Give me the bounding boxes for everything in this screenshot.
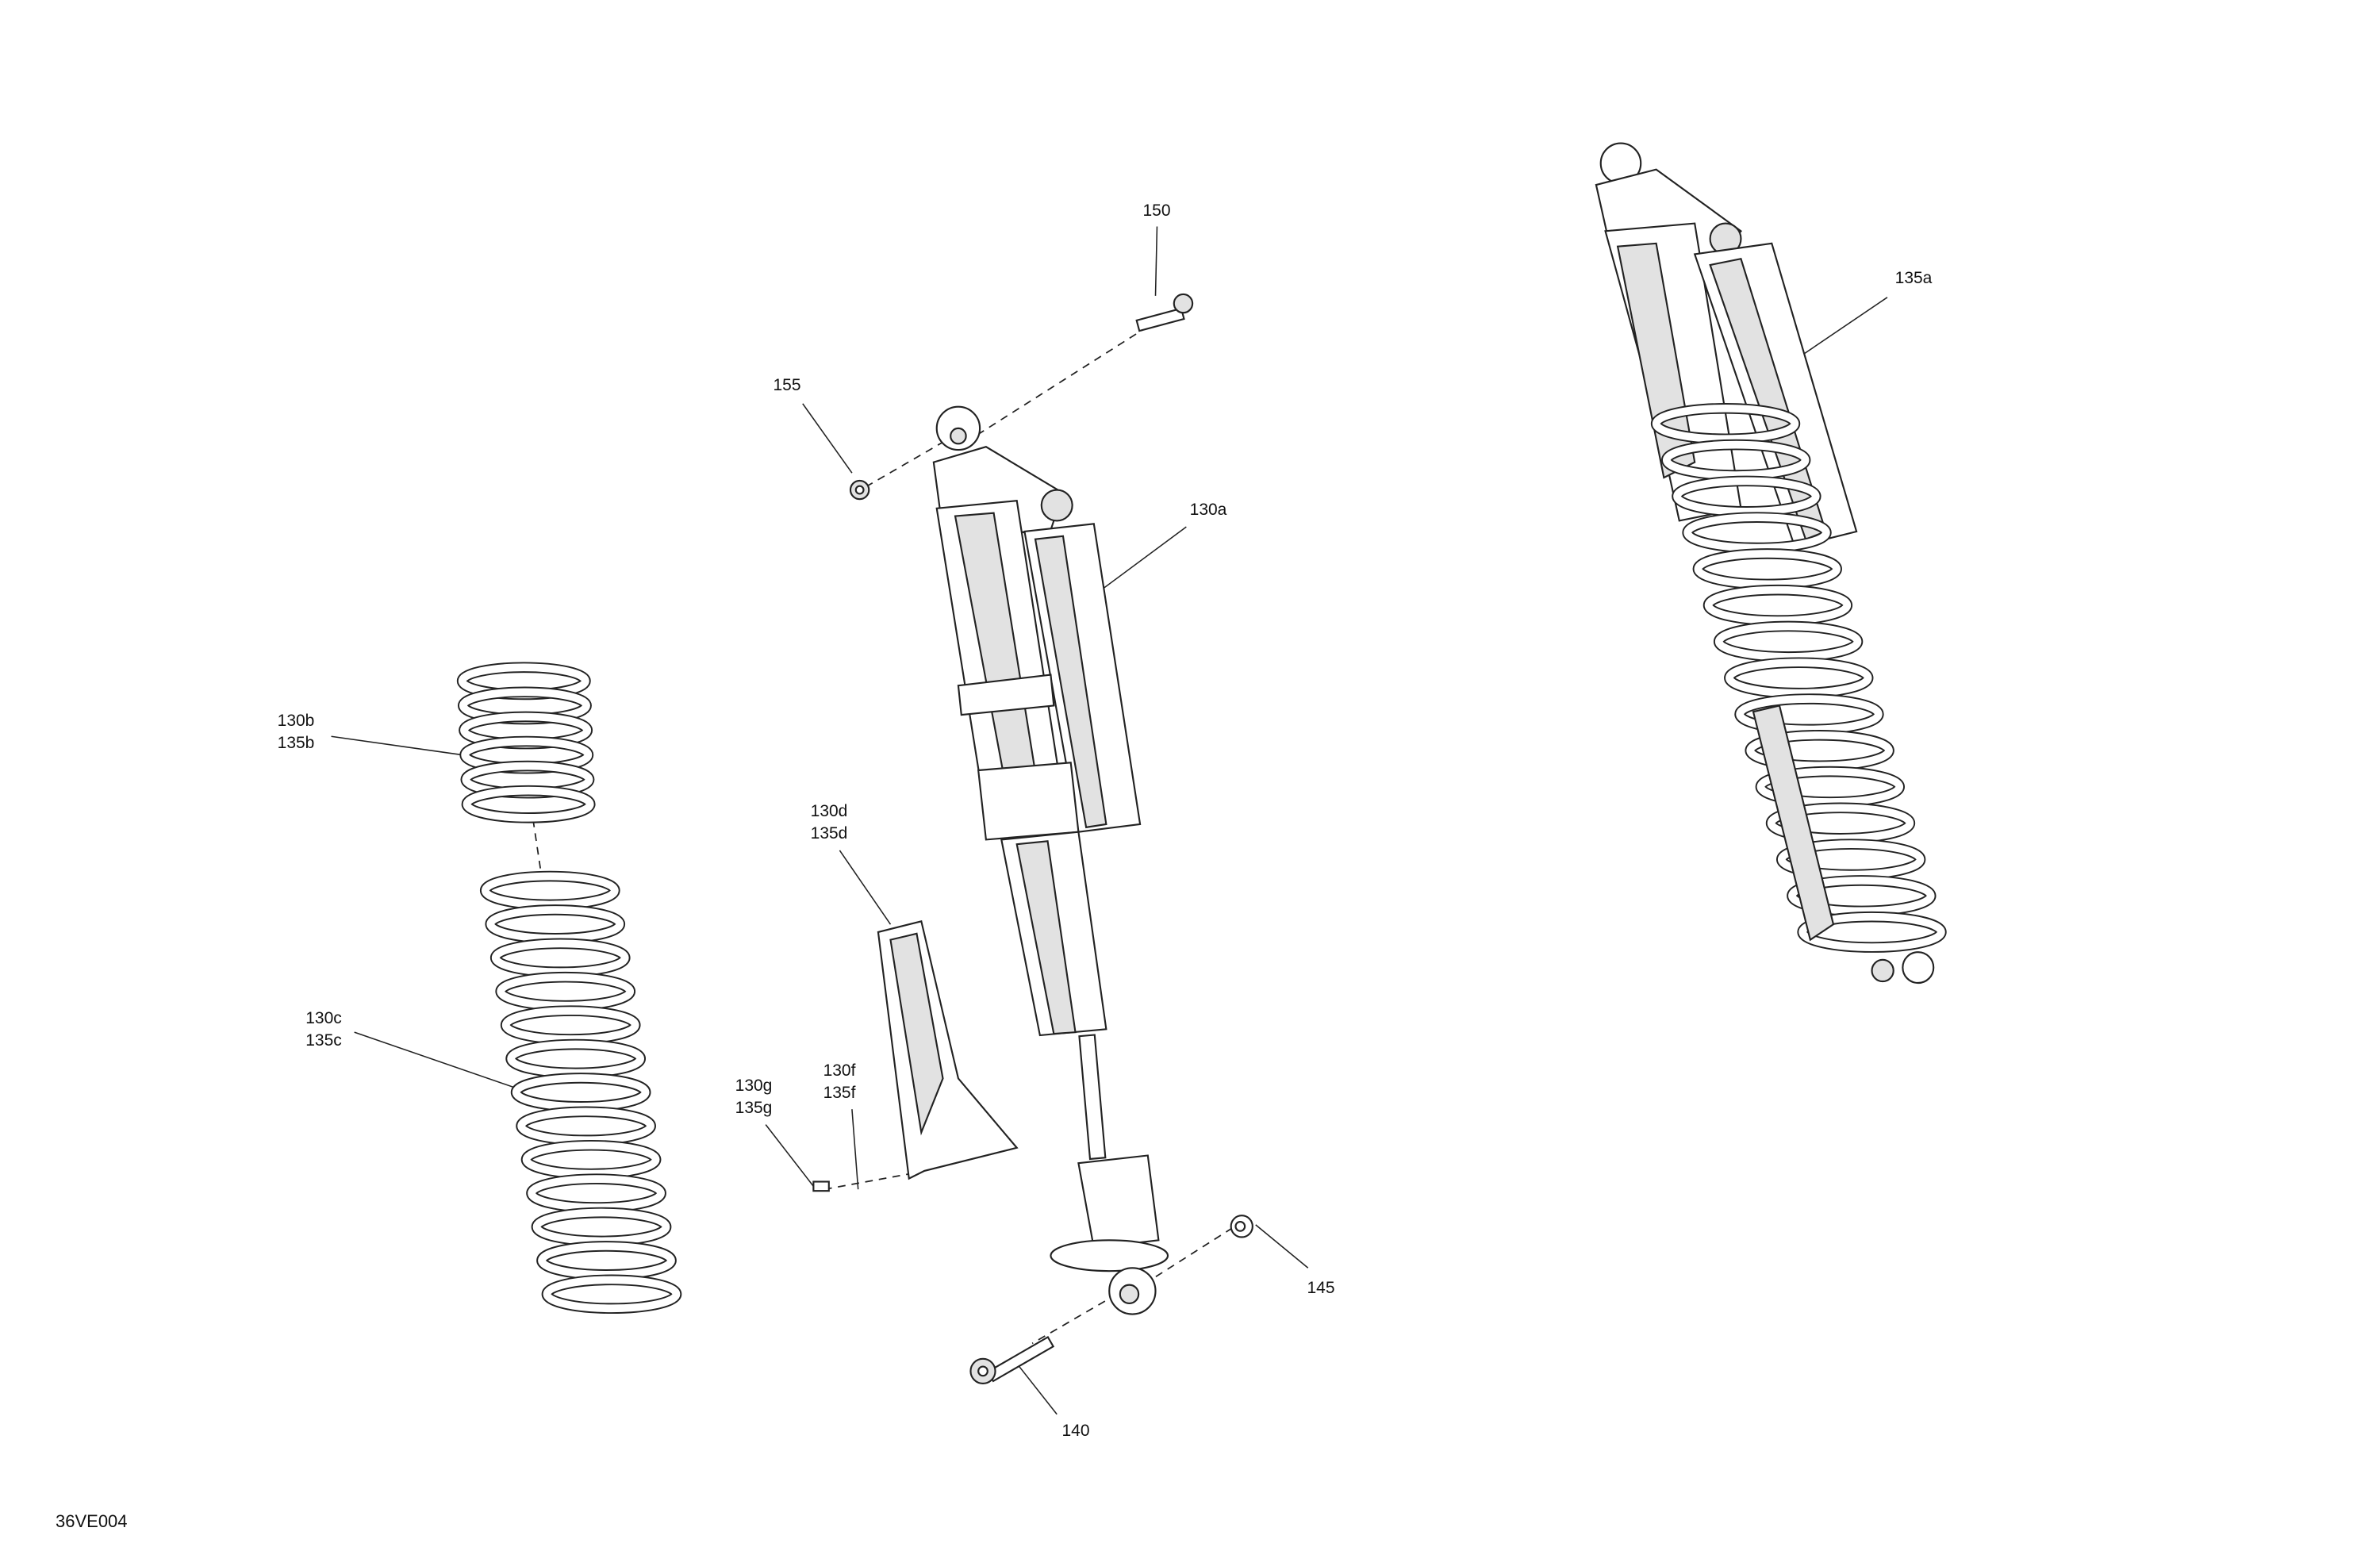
callout-130f-135f: 130f 135f bbox=[823, 1060, 856, 1104]
spring-coil bbox=[1777, 840, 1925, 879]
callout-130g: 130g bbox=[735, 1077, 773, 1095]
spring-coil bbox=[1714, 622, 1862, 661]
spring-coil bbox=[1736, 695, 1883, 734]
callout-135a: 135a bbox=[1894, 269, 1933, 287]
callout-140: 140 bbox=[1061, 1422, 1090, 1440]
spring-coil bbox=[1662, 440, 1810, 479]
callout-135d: 135d bbox=[810, 824, 848, 843]
spring-130c bbox=[479, 870, 682, 1315]
callout-135b: 135b bbox=[277, 734, 315, 752]
spring-coil bbox=[1798, 912, 1945, 951]
nut-155 bbox=[849, 479, 870, 501]
spring-coil bbox=[543, 1276, 681, 1313]
callout-130d-135d: 130d 135d bbox=[811, 800, 848, 845]
spring-coil bbox=[1683, 513, 1830, 552]
spring-coil bbox=[1767, 804, 1914, 843]
spring-coil bbox=[1652, 404, 1799, 443]
spring-coil bbox=[1726, 658, 1872, 697]
spring-coil bbox=[1756, 767, 1904, 806]
shock-absorber-130a bbox=[932, 405, 1169, 1315]
screw-130g bbox=[812, 1180, 830, 1192]
callout-135g: 135g bbox=[735, 1099, 773, 1117]
callout-155: 155 bbox=[773, 376, 801, 394]
nut-145 bbox=[1230, 1215, 1253, 1238]
callout-130g-135g: 130g 135g bbox=[735, 1075, 773, 1119]
spring-coil bbox=[1788, 877, 1935, 915]
spring-coil bbox=[463, 786, 594, 822]
diagram-code: 36VE004 bbox=[56, 1511, 128, 1531]
leader-lines bbox=[331, 226, 1888, 1415]
callout-130c: 130c bbox=[305, 1009, 342, 1027]
spring-coil bbox=[1673, 477, 1820, 516]
callout-130d: 130d bbox=[810, 802, 848, 820]
callout-130b-135b: 130b 135b bbox=[278, 710, 315, 754]
assembly-axes bbox=[532, 325, 1234, 1345]
spring-130b bbox=[456, 662, 596, 823]
callout-135f: 135f bbox=[823, 1084, 856, 1102]
callout-135c: 135c bbox=[305, 1031, 342, 1050]
spring-coil bbox=[1746, 731, 1893, 770]
spring-coil bbox=[1704, 585, 1852, 625]
callout-130c-135c: 130c 135c bbox=[305, 1008, 342, 1052]
callout-130f: 130f bbox=[823, 1061, 856, 1080]
callout-145: 145 bbox=[1307, 1279, 1335, 1297]
callout-130a: 130a bbox=[1189, 501, 1227, 519]
spring-coil bbox=[1694, 550, 1841, 589]
spring-guard-130d bbox=[877, 920, 1019, 1180]
callout-150: 150 bbox=[1142, 202, 1171, 220]
bolt-150 bbox=[1135, 293, 1194, 332]
bolt-140 bbox=[969, 1336, 1055, 1384]
shock-assembly-135a bbox=[1595, 142, 1947, 985]
callout-130b: 130b bbox=[277, 712, 315, 730]
